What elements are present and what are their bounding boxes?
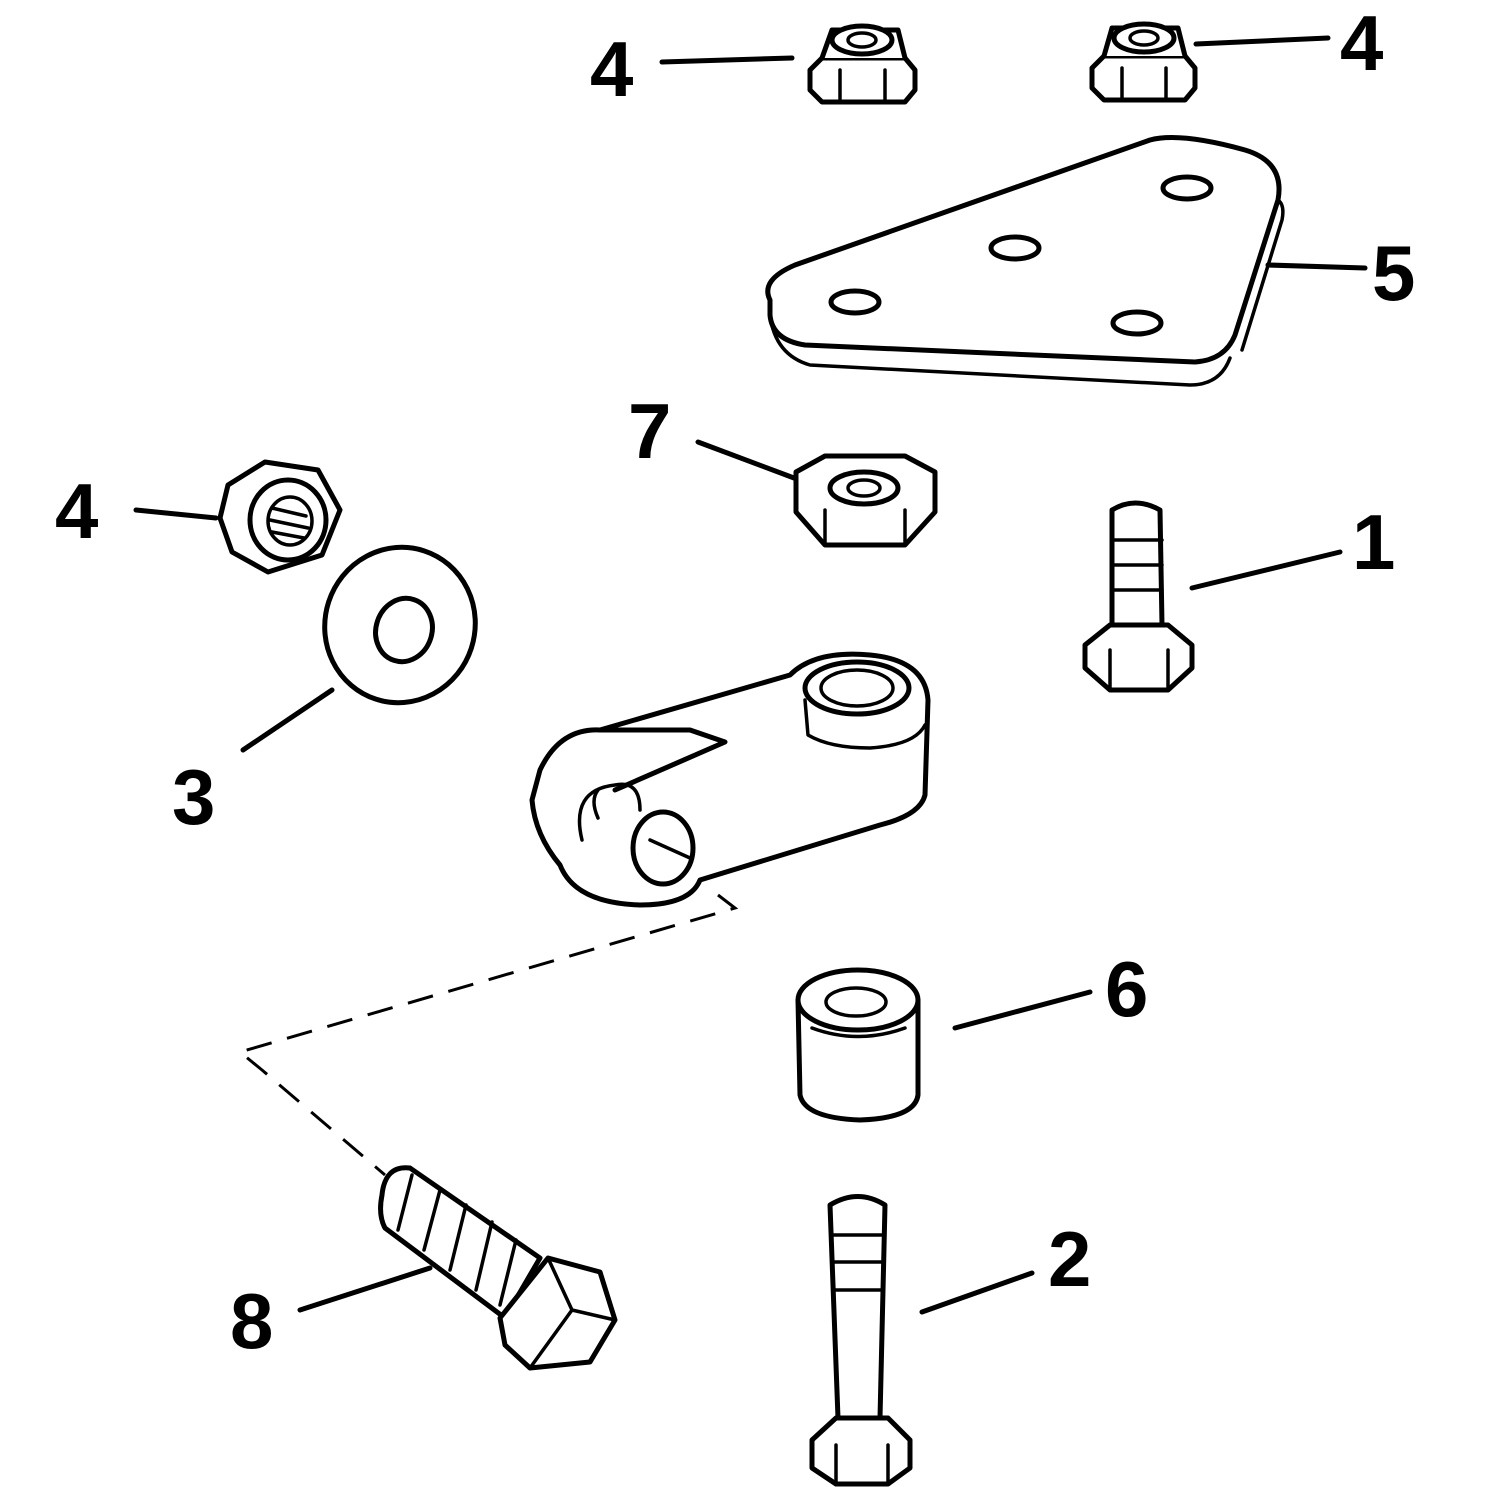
flat-washer (322, 544, 478, 706)
leader-lines (133, 35, 1368, 1315)
hex-nut-center (793, 453, 938, 548)
callout-2: 2 (1048, 1215, 1092, 1303)
clevis-link-arm (529, 651, 931, 908)
assembly-path-dashed-line (236, 893, 739, 1177)
angled-hex-bolt (378, 1165, 618, 1371)
flange-nut-top-right (1089, 21, 1198, 103)
callout-4-left: 4 (55, 467, 99, 555)
callout-8: 8 (230, 1277, 274, 1365)
flange-nut-top-left (807, 23, 918, 105)
callout-5: 5 (1372, 229, 1416, 317)
callout-6: 6 (1105, 945, 1149, 1033)
callout-3: 3 (172, 753, 216, 841)
callout-7: 7 (628, 387, 672, 475)
callout-1: 1 (1352, 498, 1396, 586)
callout-4-top-left: 4 (590, 25, 634, 113)
long-hex-bolt (809, 1194, 913, 1487)
hex-nut-left (217, 459, 343, 575)
short-hex-bolt (1082, 500, 1195, 693)
spacer-bushing (795, 967, 921, 1123)
triangular-mounting-plate (765, 135, 1285, 387)
callout-4-top-right: 4 (1340, 0, 1384, 87)
